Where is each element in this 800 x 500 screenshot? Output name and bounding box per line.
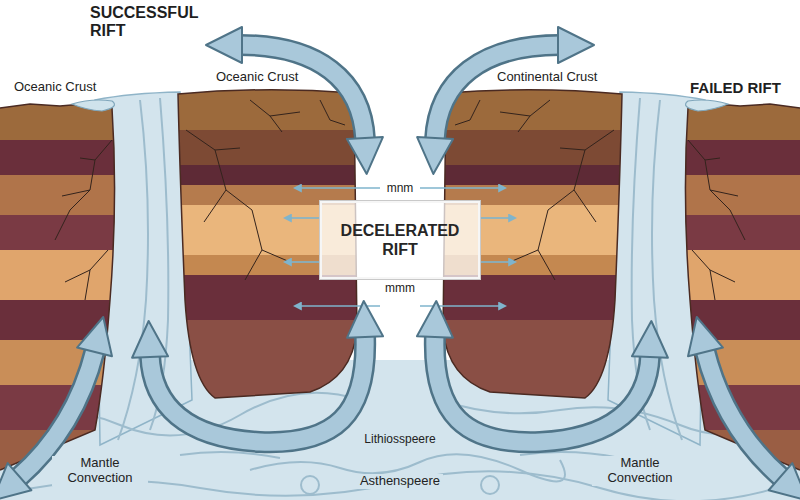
swirl-ring [301, 476, 319, 494]
convection-arrow [435, 45, 560, 140]
spread-arrow [420, 187, 500, 189]
rift-title: SUCCESSFUL RIFT [90, 4, 215, 41]
crack [688, 140, 745, 300]
flow-line [652, 100, 682, 440]
layer [670, 140, 800, 175]
layer [670, 300, 800, 340]
crust-label: Oceanic Crust [216, 70, 298, 85]
layer [0, 340, 130, 385]
spread-arrow [290, 261, 319, 263]
layer [170, 320, 370, 410]
layer [430, 275, 630, 320]
swirl-ring [481, 476, 499, 494]
layer [170, 130, 370, 165]
spread-arrow [300, 305, 380, 307]
measure-label: mmm [382, 282, 418, 296]
layer [430, 130, 630, 165]
spreading-arrows [290, 188, 510, 306]
crust-block [670, 95, 800, 500]
magma-spill [686, 100, 728, 111]
spread-arrow [420, 305, 500, 307]
rift-box: DECELERATED RIFT [320, 201, 480, 279]
layer-label: Asthenspeere [357, 474, 443, 489]
arrow-outline [240, 45, 365, 140]
cracks [55, 100, 745, 300]
convection-label: Mantle Convection [592, 456, 688, 486]
layer [670, 340, 800, 385]
spread-arrow [290, 217, 319, 219]
mantle-swirls [0, 98, 800, 500]
arrow-outline [435, 45, 560, 140]
rift-name: DECELERATED RIFT [334, 221, 466, 259]
layer [0, 140, 130, 175]
crack [510, 130, 614, 280]
flow-line [118, 100, 148, 440]
convection-arrow [150, 335, 365, 442]
convection-label: Mantle Convection [52, 456, 148, 486]
crack [250, 100, 345, 132]
crack [455, 100, 550, 132]
convection-arrow [705, 350, 782, 478]
arrow-outline [150, 335, 365, 442]
crack [55, 140, 112, 300]
spread-arrow [481, 261, 510, 263]
arrow-outline [435, 335, 650, 442]
crust-block [0, 95, 130, 500]
crust-label: Oceanic Crust [14, 80, 96, 95]
layer-label: Lithiosspeere [361, 433, 438, 447]
arrow-outline [705, 350, 782, 478]
arrow-outlines [18, 45, 782, 478]
rift-title: FAILED RIFT [690, 79, 781, 96]
convection-arrow [435, 335, 650, 442]
spread-arrow [481, 217, 510, 219]
layer [430, 165, 630, 185]
layer [0, 95, 130, 140]
crack [186, 130, 290, 280]
layer [670, 95, 800, 140]
layer [170, 275, 370, 320]
magma-spill [72, 100, 114, 111]
measure-label: mnm [384, 182, 417, 196]
crust-label: Continental Crust [497, 70, 597, 85]
layer [170, 165, 370, 185]
convection-arrows [18, 45, 782, 478]
convection-arrow [240, 45, 365, 140]
spread-arrow [300, 187, 380, 189]
layer [430, 320, 630, 410]
layer [0, 300, 130, 340]
